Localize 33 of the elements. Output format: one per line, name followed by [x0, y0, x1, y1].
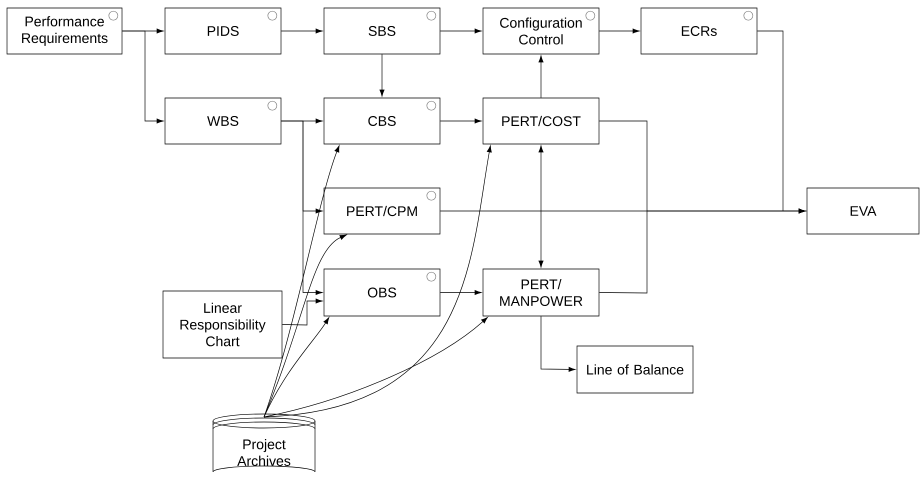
process-box: Performance Requirements [6, 8, 122, 54]
arrow [281, 28, 322, 34]
process-box: PIDS [164, 8, 282, 54]
arrow [540, 316, 576, 372]
arrow [264, 317, 330, 418]
arrow [440, 290, 482, 295]
database-cylinder: Project Archives [212, 414, 316, 472]
arrow [281, 120, 322, 295]
arrow [440, 28, 482, 34]
arrow [538, 56, 544, 98]
process-box: OBS [324, 268, 440, 316]
arrow [264, 317, 488, 418]
arrow [440, 118, 482, 124]
arrow [264, 146, 492, 418]
arrow [599, 208, 806, 294]
arrow [380, 54, 384, 96]
process-box: Line of Balance [576, 346, 694, 394]
process-box: CBS [324, 98, 440, 144]
process-box: EVA [806, 188, 920, 234]
arrow [282, 298, 322, 326]
process-box: SBS [324, 8, 440, 54]
arrow [538, 146, 544, 268]
process-box: PERT/COST [482, 98, 600, 144]
arrow [122, 30, 164, 124]
process-box: WBS [164, 98, 282, 144]
arrow [264, 145, 340, 418]
process-box: PERT/CPM [324, 188, 440, 234]
process-box: ECRs [640, 8, 758, 54]
arrow [599, 28, 640, 34]
process-box: Linear Responsibility Chart [162, 290, 282, 358]
process-box: Configuration Control [482, 8, 600, 54]
node-label: Project Archives [237, 439, 290, 466]
process-box: PERT/ MANPOWER [482, 268, 600, 316]
